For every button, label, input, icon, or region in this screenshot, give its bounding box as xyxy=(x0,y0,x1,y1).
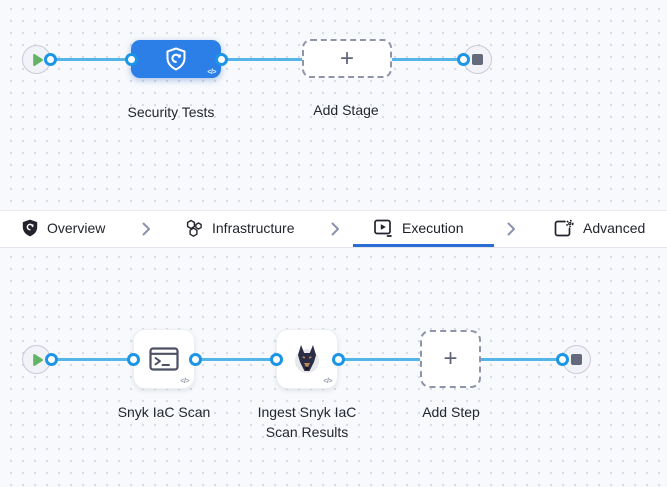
plus-icon: + xyxy=(443,345,458,372)
connector-line xyxy=(480,358,563,361)
stage-label: Security Tests xyxy=(127,104,215,120)
plus-icon: + xyxy=(339,44,354,72)
step-node-snyk-iac-scan[interactable]: </> xyxy=(133,329,195,389)
add-step-label: Add Step xyxy=(422,404,480,420)
active-tab-indicator xyxy=(353,244,494,247)
tab-infrastructure[interactable]: Infrastructure xyxy=(185,211,294,245)
snyk-dog-icon xyxy=(290,342,324,376)
step-label: Ingest Snyk IaC Scan Results xyxy=(257,404,357,440)
add-stage-label: Add Stage xyxy=(313,102,379,118)
stage-graph-canvas: </> + Security Tests Add Stage xyxy=(0,0,667,210)
connector-point xyxy=(126,353,140,366)
tab-label: Infrastructure xyxy=(212,220,295,236)
connector-line xyxy=(220,58,304,61)
tab-label: Execution xyxy=(402,220,464,236)
hexagons-icon xyxy=(185,219,203,237)
chevron-right-icon xyxy=(331,222,340,241)
connector-point xyxy=(124,52,138,66)
connector-point xyxy=(44,353,58,366)
connector-point xyxy=(555,353,569,366)
add-step-button[interactable]: + xyxy=(420,330,481,388)
connector-point xyxy=(456,52,470,66)
add-stage-button[interactable]: + xyxy=(302,39,392,78)
play-window-icon xyxy=(374,219,393,238)
pipeline-end-node xyxy=(463,45,492,74)
connector-line xyxy=(194,358,277,361)
connector-point xyxy=(188,353,202,366)
stop-icon xyxy=(571,354,582,365)
tab-label: Advanced xyxy=(583,220,646,236)
connector-point xyxy=(43,52,57,66)
step-label: Snyk IaC Scan xyxy=(117,404,211,420)
connector-point xyxy=(214,52,228,66)
gear-square-icon xyxy=(553,219,574,238)
connector-line xyxy=(50,358,134,361)
stage-config-tab-bar: Overview Infrastructure Execution xyxy=(0,210,667,248)
code-icon: </> xyxy=(180,378,189,385)
connector-line xyxy=(49,58,132,61)
tab-label: Overview xyxy=(47,220,106,236)
step-node-ingest-snyk-results[interactable]: </> xyxy=(276,329,338,389)
tab-execution[interactable]: Execution xyxy=(374,211,463,245)
connector-line xyxy=(391,58,464,61)
code-icon: </> xyxy=(207,69,216,76)
shield-gear-icon xyxy=(163,46,189,72)
connector-line xyxy=(337,358,421,361)
stage-node-security-tests[interactable]: </> xyxy=(131,40,221,78)
shield-gear-icon xyxy=(22,219,38,237)
play-icon xyxy=(32,353,44,367)
play-icon xyxy=(32,53,44,67)
connector-point xyxy=(269,353,283,366)
connector-point xyxy=(331,353,345,366)
chevron-right-icon xyxy=(142,222,151,241)
stop-icon xyxy=(472,54,483,65)
chevron-right-icon xyxy=(507,222,516,241)
terminal-icon xyxy=(149,347,179,371)
tab-overview[interactable]: Overview xyxy=(22,211,105,245)
code-icon: </> xyxy=(323,378,332,385)
step-graph-canvas: </> </> + Snyk IaC Scan Ingest Snyk IaC … xyxy=(0,248,667,487)
tab-advanced[interactable]: Advanced xyxy=(553,211,645,245)
